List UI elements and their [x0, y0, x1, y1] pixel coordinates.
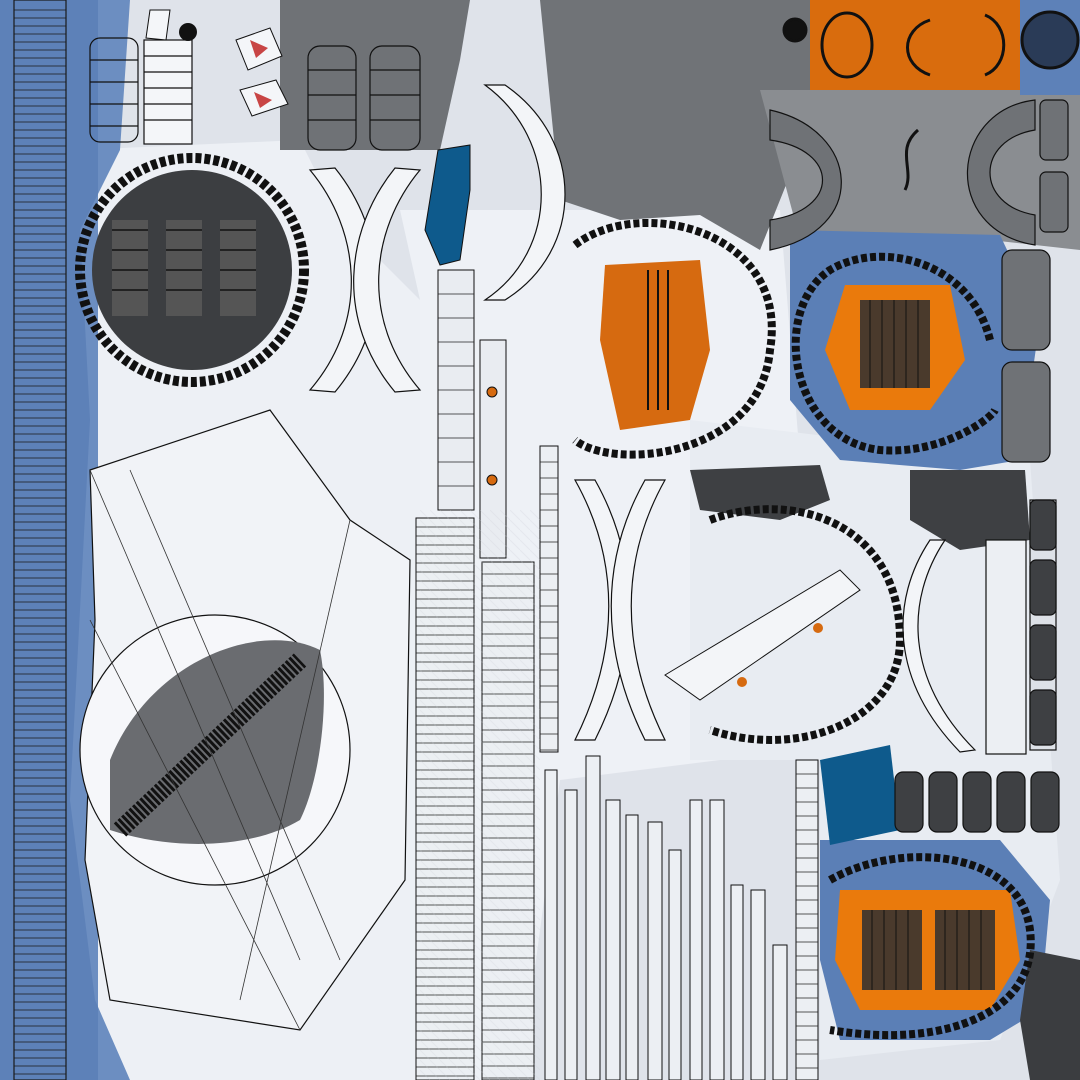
orange-shell-island-lower [828, 853, 1035, 1040]
bottom-bar-islands [544, 755, 788, 1080]
dark-region-mid-right [690, 465, 830, 520]
marker-islands-top [145, 9, 289, 117]
dark-region-bottom-right [1020, 950, 1080, 1080]
deep-blue-tread [820, 745, 900, 845]
orange-shell-island-right [791, 252, 999, 455]
texture-hatch-overlay [420, 510, 540, 1080]
hub-island-top-right [782, 10, 1080, 79]
tire-island-top-left [89, 37, 421, 151]
uv-island-strip-left [0, 0, 130, 1080]
arc-islands-center [308, 84, 977, 753]
dark-region-right-hub [910, 470, 1030, 550]
wheel-cover-island-lower-left [79, 409, 411, 1031]
tire-island-row-bottom [894, 771, 1060, 833]
ring-island-upper-left [75, 153, 309, 387]
gray-region-top-right [540, 0, 820, 250]
orange-shell-island-center [572, 219, 776, 459]
deep-blue-shell [424, 144, 471, 266]
tire-island-column-right [985, 99, 1069, 755]
tire-island-spiral-right [769, 99, 1036, 251]
gray-region-top [280, 0, 470, 150]
ring-island-middle-right [664, 505, 905, 744]
